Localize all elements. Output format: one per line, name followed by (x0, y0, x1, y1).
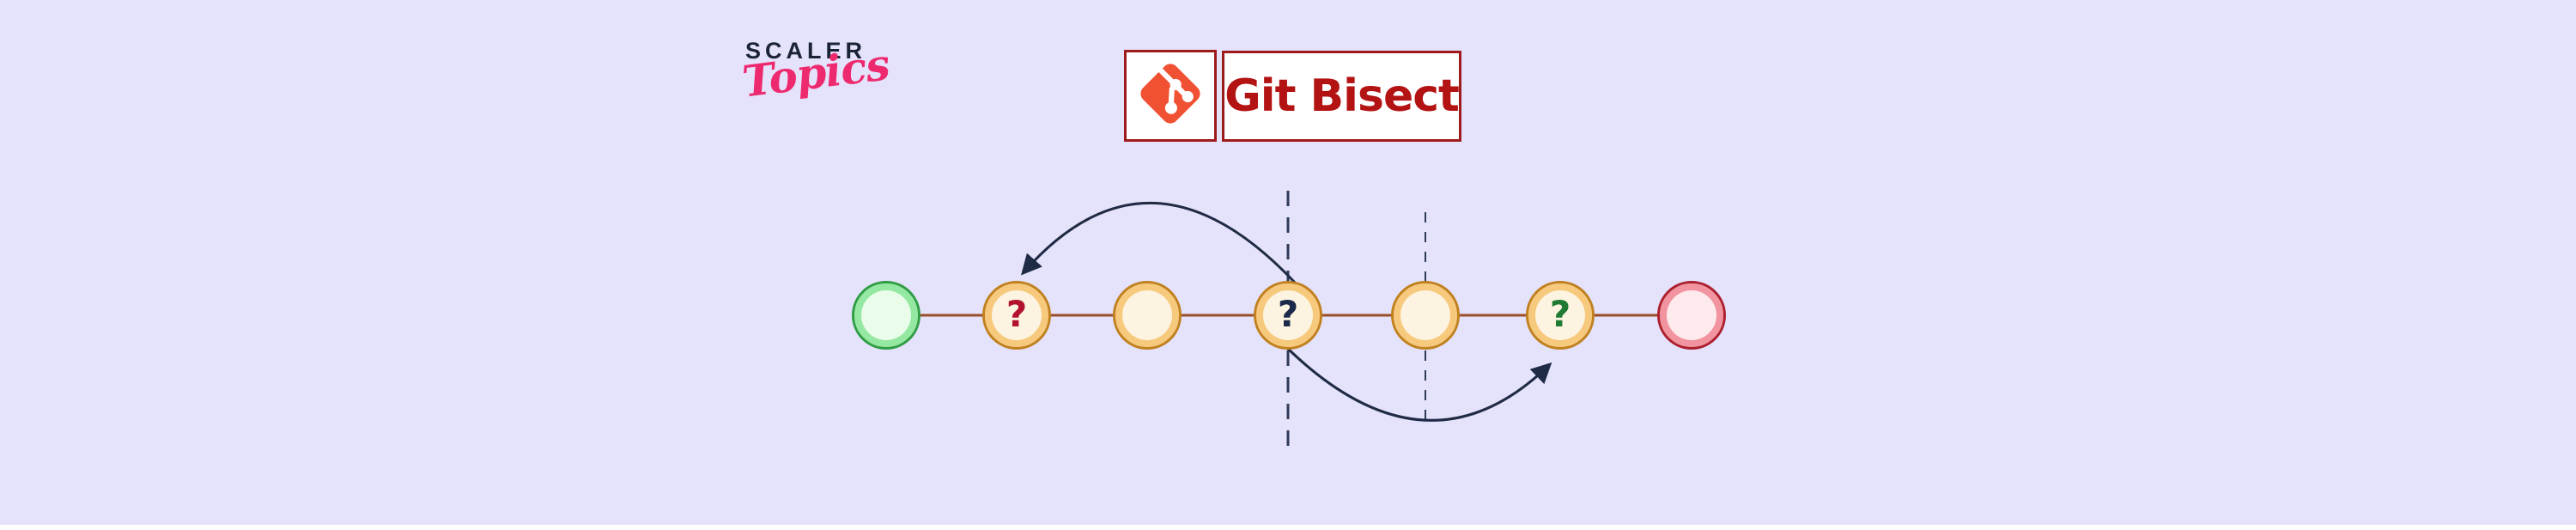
commit-node-untested-2 (1391, 281, 1460, 350)
scaler-wordmark: SCALER (745, 38, 867, 64)
commit-node-candidate-3: ? (1526, 281, 1595, 350)
commit-node-bad (1657, 281, 1726, 350)
commit-node-candidate-1: ? (982, 281, 1051, 350)
git-icon (1133, 56, 1208, 136)
question-mark-green: ? (1549, 293, 1571, 335)
question-mark-red: ? (1005, 293, 1028, 335)
commit-node-good (852, 281, 920, 350)
question-mark-navy: ? (1277, 293, 1299, 335)
bottom-white-strip (0, 525, 2576, 530)
bisect-jump-forward-arrow (1286, 347, 1552, 422)
badge-title: Git Bisect (1224, 70, 1460, 122)
commit-node-untested-1 (1113, 281, 1182, 350)
scaler-topics-logo: SCALER Topics (739, 38, 891, 107)
git-logo-box (1124, 50, 1217, 142)
commit-node-candidate-2: ? (1254, 281, 1322, 350)
badge-title-box: Git Bisect (1222, 51, 1461, 142)
bisect-jump-back-arrow (1021, 201, 1297, 285)
